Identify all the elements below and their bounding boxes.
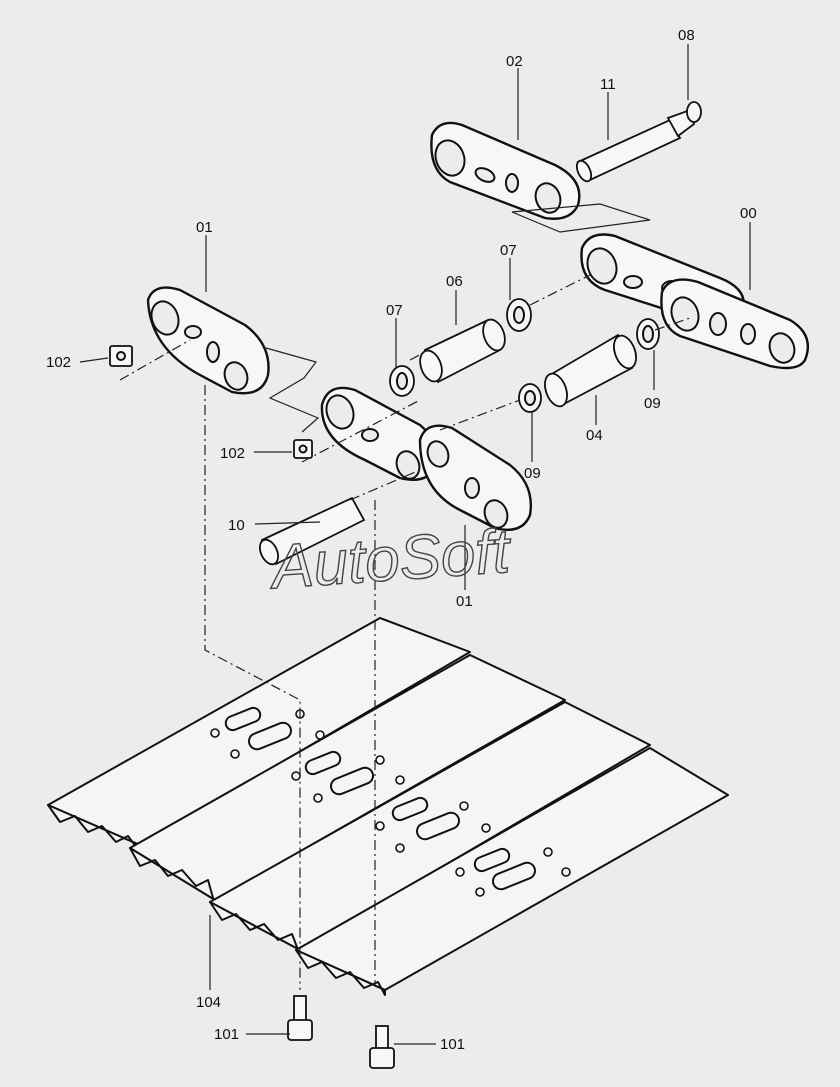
label-07-upper: 07 (500, 242, 517, 259)
track-link-00 (580, 233, 810, 370)
label-06: 06 (446, 273, 463, 290)
label-09-mid: 09 (524, 465, 541, 482)
nut-102-upper (109, 345, 133, 367)
label-04: 04 (586, 427, 603, 444)
ring-08 (686, 101, 702, 123)
label-101-left: 101 (214, 1026, 239, 1043)
label-00: 00 (740, 205, 757, 222)
label-01-lower: 01 (456, 593, 473, 610)
track-link-02 (430, 121, 581, 220)
label-11: 11 (600, 76, 616, 93)
bushing-04 (544, 333, 637, 408)
nut-102-lower (293, 439, 313, 459)
label-104: 104 (196, 994, 221, 1011)
bushing-06 (419, 318, 506, 384)
bolt-101-right (369, 1025, 395, 1069)
label-102-lower: 102 (220, 445, 245, 462)
pin-10 (259, 496, 366, 566)
pin-11 (575, 108, 696, 183)
label-08: 08 (678, 27, 695, 44)
bolt-101-left (287, 995, 313, 1041)
label-10: 10 (228, 517, 245, 534)
track-link-01-left (146, 286, 270, 395)
leader-lines (79, 44, 751, 1045)
label-07-lower: 07 (386, 302, 403, 319)
label-102-upper: 102 (46, 354, 71, 371)
assembly-lines (119, 274, 691, 990)
label-101-right: 101 (440, 1036, 465, 1053)
label-01-upper: 01 (196, 219, 213, 236)
label-02: 02 (506, 53, 523, 70)
label-09-right: 09 (644, 395, 661, 412)
track-link-01-center (320, 386, 532, 532)
track-shoes (47, 617, 729, 996)
callout-labels: 02 11 08 00 01 102 07 06 07 102 10 01 09… (46, 27, 757, 1053)
